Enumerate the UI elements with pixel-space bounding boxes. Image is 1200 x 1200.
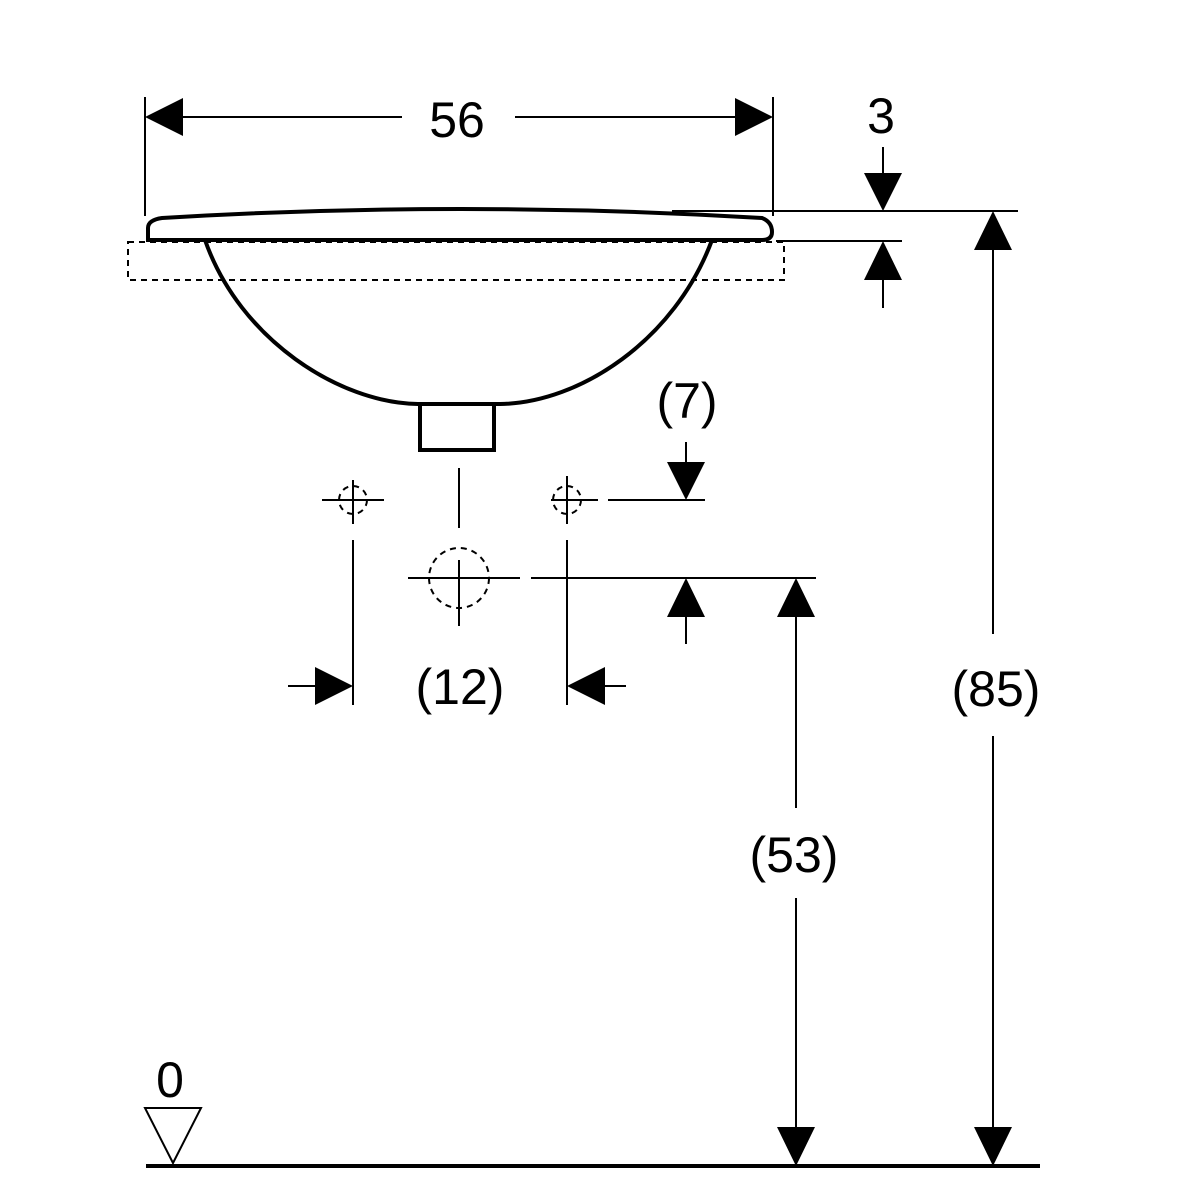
waste-outlet [418, 404, 496, 452]
tap-spacing-label: (12) [416, 659, 505, 715]
total-height-label: (85) [952, 661, 1041, 717]
drain-height-dimension: (53) [750, 578, 839, 1166]
basin-body [127, 207, 785, 452]
level-triangle-icon [143, 1107, 203, 1166]
tap-hole-right [551, 476, 598, 705]
basin-rim [146, 207, 775, 242]
tap-spacing-dimension: (12) [288, 659, 626, 715]
floor-level: 0 [143, 1052, 1040, 1168]
basin-bowl [203, 239, 714, 406]
waste-centre [408, 468, 816, 626]
tap-offset-dimension: (7) [608, 373, 718, 644]
tap-offset-label: (7) [656, 373, 717, 429]
floor-level-label: 0 [156, 1052, 184, 1108]
width-label: 56 [429, 92, 485, 148]
width-dimension: 56 [144, 92, 774, 216]
total-height-dimension: (85) [952, 211, 1041, 1166]
tap-hole-left [322, 480, 384, 705]
drain-height-label: (53) [750, 827, 839, 883]
rim-thickness-dimension: 3 [672, 88, 1018, 308]
countertop-outline [127, 241, 785, 281]
rim-thickness-label: 3 [867, 88, 895, 144]
